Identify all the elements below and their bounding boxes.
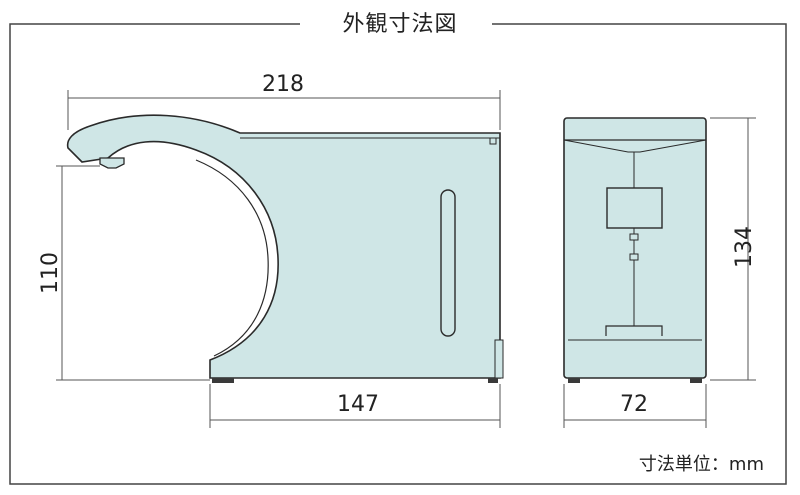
nozzle-tip: [99, 157, 125, 169]
front-view: [66, 114, 504, 383]
window-slot: [440, 189, 456, 337]
front-body: [66, 114, 501, 379]
diagram-title: 外観寸法図: [342, 12, 458, 37]
unit-note: 寸法単位：mm: [638, 454, 764, 475]
dim-height-left: 110: [38, 252, 63, 294]
front-arc-inner: [195, 159, 269, 357]
frame-border: [9, 23, 787, 485]
dim-total-length: 218: [262, 72, 304, 97]
side-body: [563, 117, 707, 379]
dim-width-side: 72: [620, 392, 648, 417]
side-view: [563, 117, 707, 383]
side-base: [605, 325, 663, 336]
dimension-lines-front: [56, 90, 501, 428]
foot-left: [212, 378, 234, 383]
dim-base-length: 147: [337, 392, 379, 417]
side-window: [606, 187, 663, 229]
dimension-lines-side: [563, 117, 756, 428]
dim-height-right: 134: [732, 226, 757, 268]
foot-right: [488, 378, 498, 383]
